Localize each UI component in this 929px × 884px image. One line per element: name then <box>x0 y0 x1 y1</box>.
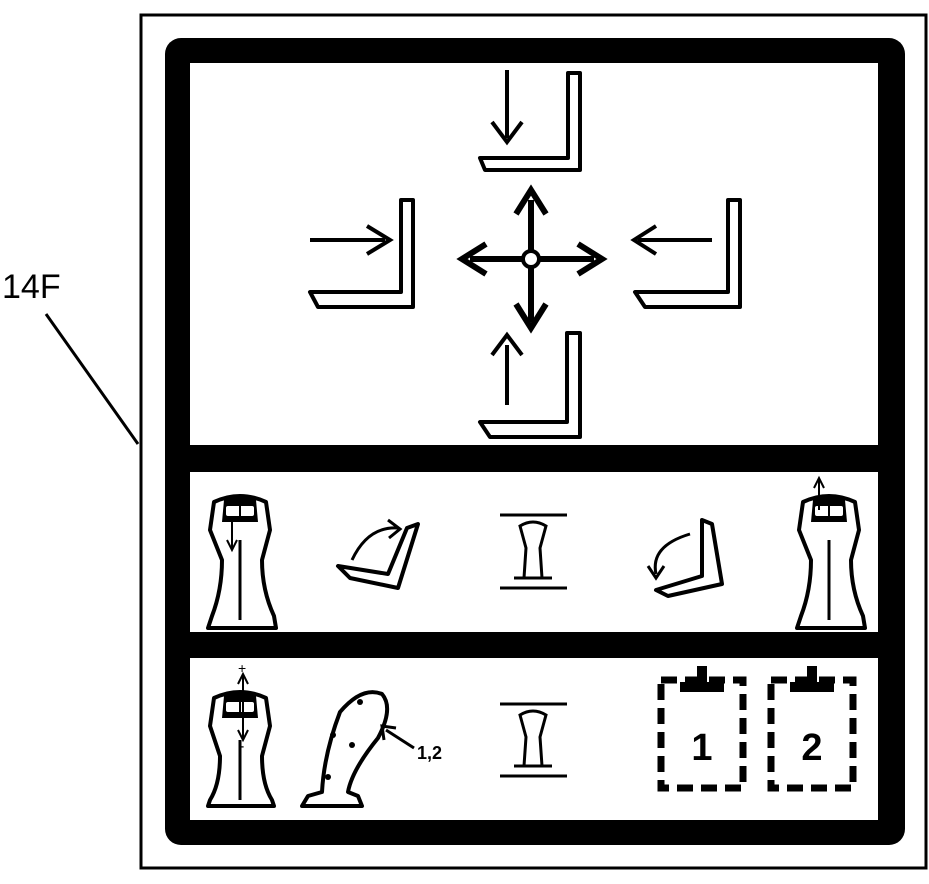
reference-leader-line <box>44 313 140 445</box>
memory-button-1-number: 1 <box>691 727 712 769</box>
fork-lower-icon <box>478 70 582 172</box>
fork-handle-icon <box>300 690 415 808</box>
reference-label: 14F <box>2 268 61 306</box>
joystick-tilt-forward-icon <box>206 494 278 630</box>
joystick-neutral-icon <box>500 513 567 590</box>
memory-button-2-number: 2 <box>801 727 822 769</box>
memory-button-1 <box>657 666 747 792</box>
fork-shift-left-icon <box>630 198 742 309</box>
joystick-plus-sign: + <box>238 660 246 676</box>
joystick-plus-minus-icon <box>206 671 276 808</box>
fork-arrow-label: 1,2 <box>417 743 442 763</box>
four-way-arrows-icon <box>456 184 608 334</box>
joystick-tilt-back-icon <box>795 475 867 630</box>
memory-button-2 <box>767 666 857 792</box>
fork-tilt-back-icon <box>336 518 420 590</box>
joystick-minus-sign: - <box>239 738 244 755</box>
joystick-neutral-icon-lower <box>500 702 567 778</box>
fork-raise-icon <box>478 331 582 439</box>
fork-tilt-forward-icon <box>646 518 724 598</box>
fork-shift-right-icon <box>308 198 415 309</box>
